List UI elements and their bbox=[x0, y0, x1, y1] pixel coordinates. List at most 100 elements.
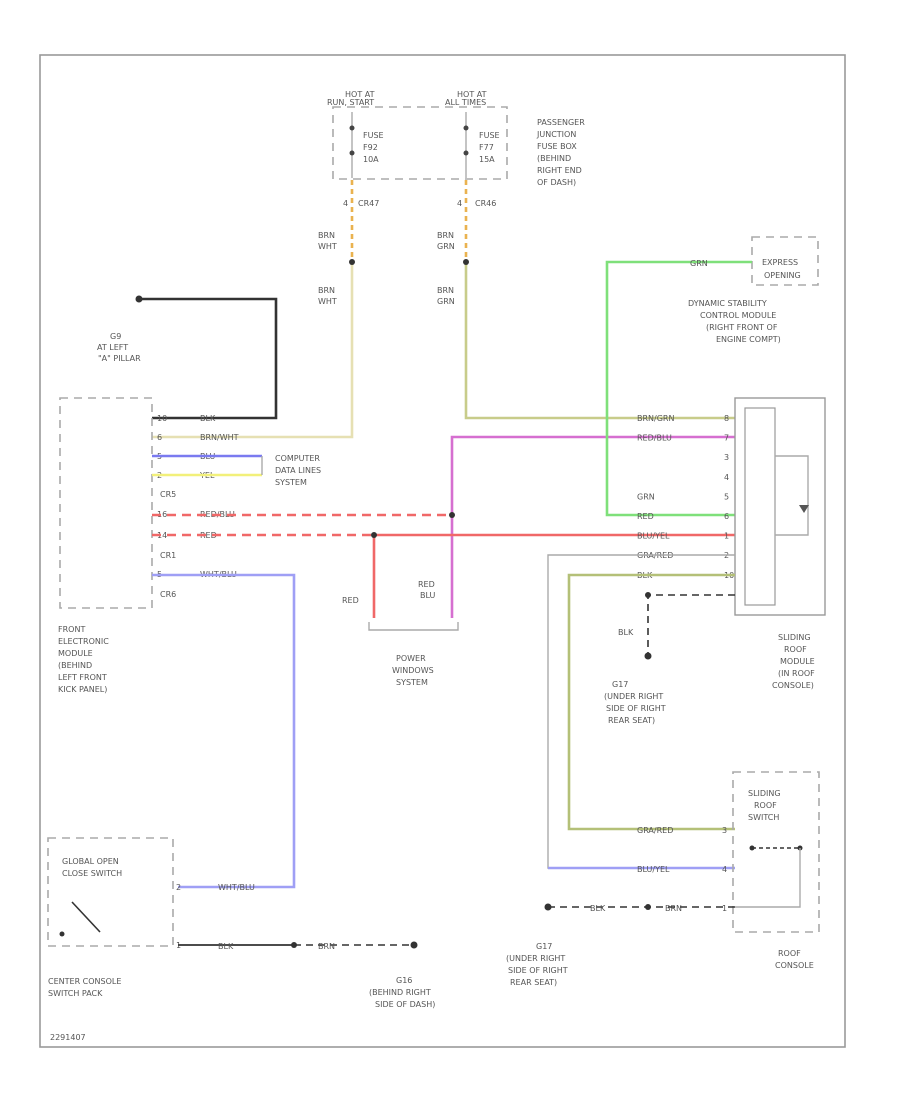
svg-text:(BEHIND: (BEHIND bbox=[58, 661, 92, 670]
svg-text:REAR SEAT): REAR SEAT) bbox=[510, 978, 557, 987]
svg-text:4: 4 bbox=[457, 199, 462, 208]
svg-text:WHT/BLU: WHT/BLU bbox=[218, 883, 255, 892]
roof-module-pin-number: 1 bbox=[724, 532, 729, 541]
svg-text:RED: RED bbox=[200, 531, 217, 540]
svg-text:LEFT FRONT: LEFT FRONT bbox=[58, 673, 107, 682]
svg-text:BLU/YEL: BLU/YEL bbox=[637, 865, 670, 874]
svg-text:SIDE OF RIGHT: SIDE OF RIGHT bbox=[606, 704, 666, 713]
roof-module-pin-wire: BRN/GRN bbox=[637, 414, 674, 423]
svg-text:CONTROL MODULE: CONTROL MODULE bbox=[700, 311, 776, 320]
svg-text:EXPRESS: EXPRESS bbox=[762, 258, 798, 267]
svg-text:GRA/RED: GRA/RED bbox=[637, 826, 673, 835]
svg-text:"A" PILLAR: "A" PILLAR bbox=[98, 354, 141, 363]
svg-text:(IN ROOF: (IN ROOF bbox=[778, 669, 815, 678]
sliding-roof-switch: SLIDING ROOF SWITCH 3 GRA/RED 4 BLU/YEL … bbox=[544, 771, 820, 970]
svg-text:3: 3 bbox=[722, 826, 727, 835]
ground-g17-roof-module: BLK G17 (UNDER RIGHT SIDE OF RIGHT REAR … bbox=[604, 592, 735, 725]
svg-text:CENTER CONSOLE: CENTER CONSOLE bbox=[48, 977, 121, 986]
svg-text:POWER: POWER bbox=[396, 654, 426, 663]
passenger-junction-fuse-box: HOT AT RUN, START HOT AT ALL TIMES FUSE … bbox=[327, 90, 585, 208]
roof-module-pin-wire: RED bbox=[637, 512, 654, 521]
svg-text:ROOF: ROOF bbox=[784, 645, 807, 654]
svg-text:BLK: BLK bbox=[218, 942, 234, 951]
svg-text:BRN: BRN bbox=[318, 286, 335, 295]
svg-text:CLOSE SWITCH: CLOSE SWITCH bbox=[62, 869, 122, 878]
roof-module-pin-number: 7 bbox=[724, 434, 729, 443]
svg-text:COMPUTER: COMPUTER bbox=[275, 454, 320, 463]
roof-module-pin-number: 3 bbox=[724, 453, 729, 462]
svg-text:CR1: CR1 bbox=[160, 551, 176, 560]
svg-text:F77: F77 bbox=[479, 143, 494, 152]
svg-text:BLK: BLK bbox=[200, 414, 216, 423]
svg-text:PASSENGER: PASSENGER bbox=[537, 118, 585, 127]
svg-text:REAR SEAT): REAR SEAT) bbox=[608, 716, 655, 725]
svg-text:SWITCH: SWITCH bbox=[748, 813, 779, 822]
svg-text:GRN: GRN bbox=[690, 259, 708, 268]
svg-text:SWITCH PACK: SWITCH PACK bbox=[48, 989, 103, 998]
svg-text:GRN: GRN bbox=[437, 242, 455, 251]
svg-text:BLK: BLK bbox=[590, 904, 606, 913]
svg-text:FUSE: FUSE bbox=[479, 131, 500, 140]
svg-text:G9: G9 bbox=[110, 332, 121, 341]
svg-text:16: 16 bbox=[157, 510, 167, 519]
svg-text:SYSTEM: SYSTEM bbox=[396, 678, 428, 687]
svg-text:G16: G16 bbox=[396, 976, 412, 985]
computer-data-lines: COMPUTER DATA LINES SYSTEM bbox=[152, 454, 321, 487]
brn-wht-feed-wire: BRN WHT BRN WHT bbox=[152, 180, 355, 439]
svg-text:RED: RED bbox=[418, 580, 435, 589]
svg-text:SYSTEM: SYSTEM bbox=[275, 478, 307, 487]
svg-text:G17: G17 bbox=[536, 942, 552, 951]
svg-text:SLIDING: SLIDING bbox=[778, 633, 811, 642]
svg-text:CR6: CR6 bbox=[160, 590, 176, 599]
roof-module-pin-wire: GRN bbox=[637, 492, 655, 501]
svg-text:FUSE BOX: FUSE BOX bbox=[537, 142, 577, 151]
svg-text:(RIGHT FRONT OF: (RIGHT FRONT OF bbox=[706, 323, 778, 332]
svg-text:ROOF: ROOF bbox=[754, 801, 777, 810]
svg-text:SIDE OF RIGHT: SIDE OF RIGHT bbox=[508, 966, 568, 975]
svg-text:DYNAMIC STABILITY: DYNAMIC STABILITY bbox=[688, 299, 767, 308]
svg-text:JUNCTION: JUNCTION bbox=[536, 130, 576, 139]
svg-text:BRN: BRN bbox=[318, 942, 335, 951]
svg-text:FRONT: FRONT bbox=[58, 625, 85, 634]
svg-text:BRN: BRN bbox=[318, 231, 335, 240]
svg-text:GRN: GRN bbox=[437, 297, 455, 306]
svg-text:ENGINE COMPT): ENGINE COMPT) bbox=[716, 335, 781, 344]
svg-text:F92: F92 bbox=[363, 143, 378, 152]
ground-g16: G16 (BEHIND RIGHT SIDE OF DASH) bbox=[369, 976, 435, 1009]
roof-module-pin-wire: RED/BLU bbox=[637, 434, 672, 443]
diagram-code: 2291407 bbox=[50, 1033, 86, 1042]
svg-text:BLU: BLU bbox=[420, 591, 436, 600]
svg-text:CONSOLE: CONSOLE bbox=[775, 961, 814, 970]
svg-text:10: 10 bbox=[157, 414, 167, 423]
roof-switch-wires bbox=[547, 554, 735, 870]
svg-text:OF DASH): OF DASH) bbox=[537, 178, 576, 187]
svg-text:FUSE: FUSE bbox=[363, 131, 384, 140]
diagram-frame bbox=[39, 54, 846, 1048]
svg-text:AT LEFT: AT LEFT bbox=[97, 343, 128, 352]
svg-text:CR46: CR46 bbox=[475, 199, 496, 208]
brn-grn-feed-wire: BRN GRN BRN GRN bbox=[437, 180, 735, 420]
svg-text:WINDOWS: WINDOWS bbox=[392, 666, 434, 675]
ground-g17-roof-switch: G17 (UNDER RIGHT SIDE OF RIGHT REAR SEAT… bbox=[506, 942, 568, 987]
roof-module-pin-number: 4 bbox=[724, 473, 729, 482]
svg-text:(BEHIND: (BEHIND bbox=[537, 154, 571, 163]
svg-text:CR5: CR5 bbox=[160, 490, 176, 499]
svg-text:4: 4 bbox=[722, 865, 727, 874]
svg-text:BLK: BLK bbox=[618, 628, 634, 637]
svg-text:MODULE: MODULE bbox=[780, 657, 815, 666]
svg-text:ALL TIMES: ALL TIMES bbox=[445, 98, 486, 107]
svg-text:WHT: WHT bbox=[318, 242, 337, 251]
ground-g9: G9 AT LEFT "A" PILLAR bbox=[97, 295, 278, 420]
power-windows-wires: RED RED BLU POWER WINDOWS SYSTEM bbox=[152, 435, 735, 687]
svg-text:ELECTRONIC: ELECTRONIC bbox=[58, 637, 109, 646]
svg-text:BRN/WHT: BRN/WHT bbox=[200, 433, 239, 442]
svg-text:SLIDING: SLIDING bbox=[748, 789, 781, 798]
svg-text:6: 6 bbox=[157, 433, 162, 442]
front-electronic-module: 10 BLK 6 BRN/WHT 5 BLU 2 YEL CR5 16 RED/… bbox=[58, 397, 239, 694]
svg-text:RUN, START: RUN, START bbox=[327, 98, 374, 107]
svg-text:GLOBAL OPEN: GLOBAL OPEN bbox=[62, 857, 119, 866]
svg-text:(BEHIND RIGHT: (BEHIND RIGHT bbox=[369, 988, 431, 997]
svg-text:CR47: CR47 bbox=[358, 199, 379, 208]
svg-text:BRN: BRN bbox=[437, 286, 454, 295]
